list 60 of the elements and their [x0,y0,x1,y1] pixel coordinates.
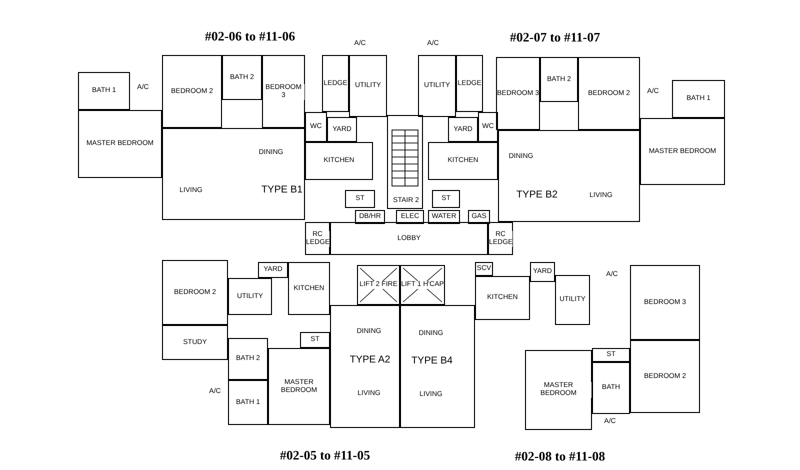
room-outline [456,55,483,112]
room-outline [488,222,513,255]
room-outline [432,190,460,208]
unit-number-heading: #02-06 to #11-06 [204,27,296,46]
room-outline [162,260,228,325]
room-outline [498,130,640,222]
unit-number-heading: #02-08 to #11-08 [514,447,606,466]
room-outline [305,112,327,142]
room-outline [162,128,305,220]
room-outline [305,142,373,180]
room-outline [428,210,460,224]
room-outline [475,262,493,276]
room-outline [418,55,456,117]
unit-type-label: TYPE B1 [261,184,303,198]
room-outline [525,350,592,430]
room-outline [258,262,288,278]
room-outline [300,332,330,348]
room-outline [355,210,385,224]
room-outline [268,348,330,425]
room-outline [305,222,330,255]
room-outline [327,117,357,142]
room-outline [349,55,387,117]
room-outline [322,55,349,112]
room-outline [228,278,272,315]
room-outline [592,362,630,414]
room-outline [396,210,424,224]
unit-number-heading: #02-07 to #11-07 [510,28,600,46]
room-outline [475,276,530,320]
room-outline [496,57,540,130]
unit-type-label: TYPE A2 [350,354,390,368]
room-outline [640,118,725,185]
room-outline [228,380,268,425]
room-outline [578,57,640,130]
room-outline [222,55,262,100]
room-outline [387,115,423,209]
room-outline [555,275,590,325]
unit-type-label: TYPE B4 [411,354,453,368]
room-outline [330,222,488,255]
unit-type-label: TYPE B2 [516,188,558,202]
room-outline [330,305,400,428]
room-outline [448,117,478,142]
room-outline [540,57,578,102]
room-outline [468,210,490,224]
room-outline [78,72,130,110]
room-outline [630,340,700,413]
room-outline [228,338,268,380]
room-outline [530,262,555,282]
room-outline [162,55,222,128]
room-outline [428,142,498,180]
room-outline [345,190,375,208]
room-outline [672,80,725,118]
room-outline [478,112,498,142]
room-outline [288,262,330,315]
room-outline [592,348,630,362]
room-outline [400,305,475,428]
room-outline [78,110,162,178]
room-outline [162,325,228,360]
room-outline [262,55,305,128]
room-outline [630,265,700,340]
unit-number-heading: #02-05 to #11-05 [280,446,370,464]
